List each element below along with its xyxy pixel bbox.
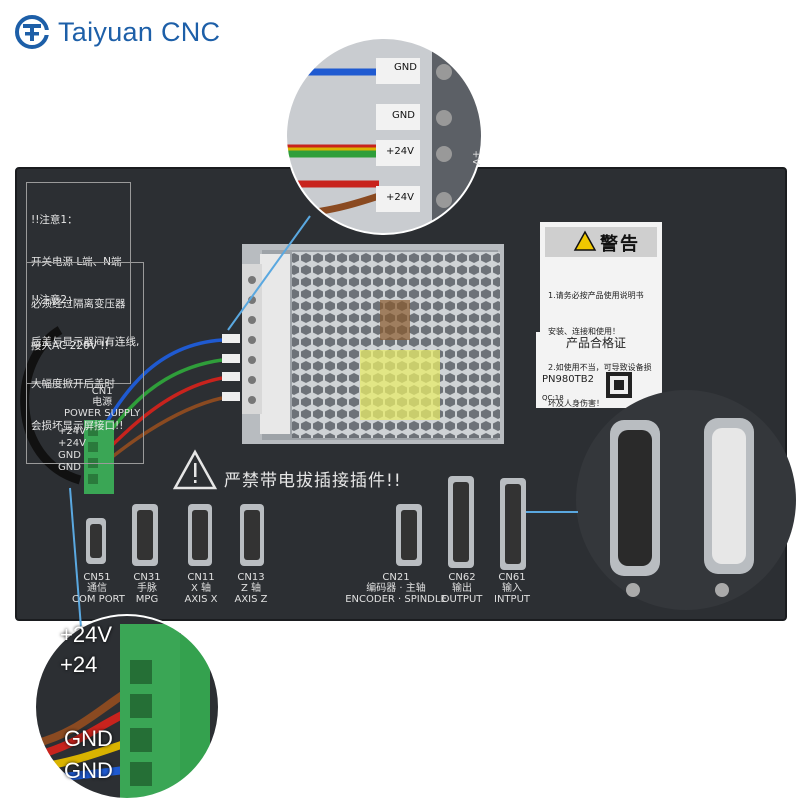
- port-label-cn13: CN13 Z 轴 AXIS Z: [234, 572, 268, 605]
- warning-triangle-icon: [573, 230, 597, 251]
- zoom-wire-label: +24V: [386, 146, 414, 157]
- certificate-title: 产品合格证: [566, 336, 627, 350]
- warning-title: 警告: [600, 234, 640, 255]
- zoom-wire-label: +24V: [386, 192, 414, 203]
- brand-header: Taiyuan CNC: [14, 14, 220, 50]
- zoom-wire-label: GND: [392, 110, 415, 121]
- port-label-cn11: CN11 X 轴 AXIS X: [184, 572, 218, 605]
- port-label-cn21: CN21 编码器 · 主轴 ENCODER · SPINDLE: [345, 572, 447, 605]
- zoom-top-pointer: [227, 215, 311, 331]
- zoom-pin-label: +24V: [60, 622, 112, 647]
- zoom-pin-label: +24: [60, 652, 98, 677]
- danger-triangle-icon: [172, 449, 218, 490]
- certificate-qc: QC:18: [542, 394, 564, 402]
- port-label-cn31: CN31 手脉 MPG: [133, 572, 161, 605]
- danger-warning-text: 严禁带电拔插接插件!!: [224, 471, 402, 491]
- port-connectors: [86, 476, 526, 570]
- certificate-model: PN980TB2: [542, 374, 594, 385]
- cn1-green-connector: [84, 420, 114, 494]
- zoom-wire-label: GND: [394, 62, 417, 73]
- zoom-bottom-pointer: [69, 487, 83, 641]
- zoom-side-label: +V: [470, 150, 481, 166]
- warning-text: 1.请务必按产品使用说明书 安装、连接和使用！ 2.如使用不当，可导致设备损 坏…: [548, 291, 652, 408]
- taiyuan-logo-icon: [15, 15, 50, 49]
- note-2: !!注意2： 后盖与显示器间有连线, 大幅度掀开后盖时 会损坏显示屏接口!!: [26, 262, 145, 464]
- psu-label-sticker: [260, 254, 290, 434]
- zoom-bottom-circle: [34, 614, 220, 800]
- certificate-label: [536, 332, 662, 408]
- zoom-pin-label: GND: [64, 726, 113, 751]
- zoom-db25-ports: [526, 390, 796, 610]
- zoom-top-circle: [285, 37, 483, 235]
- port-label-cn62: CN62 输出 OUTPUT: [441, 572, 483, 605]
- port-label-cn61: CN61 输入 INTPUT: [494, 572, 530, 605]
- zoom-pin-label: GND: [64, 758, 113, 783]
- brand-name: Taiyuan CNC: [58, 16, 221, 47]
- cn1-label: CN1 电源 POWER SUPPLY: [64, 386, 141, 419]
- port-label-cn51: CN51 通信 COM PORT: [72, 572, 125, 605]
- cn1-pin-labels: +24V +24V GND GND: [58, 426, 86, 473]
- mesh-grill: [292, 252, 500, 438]
